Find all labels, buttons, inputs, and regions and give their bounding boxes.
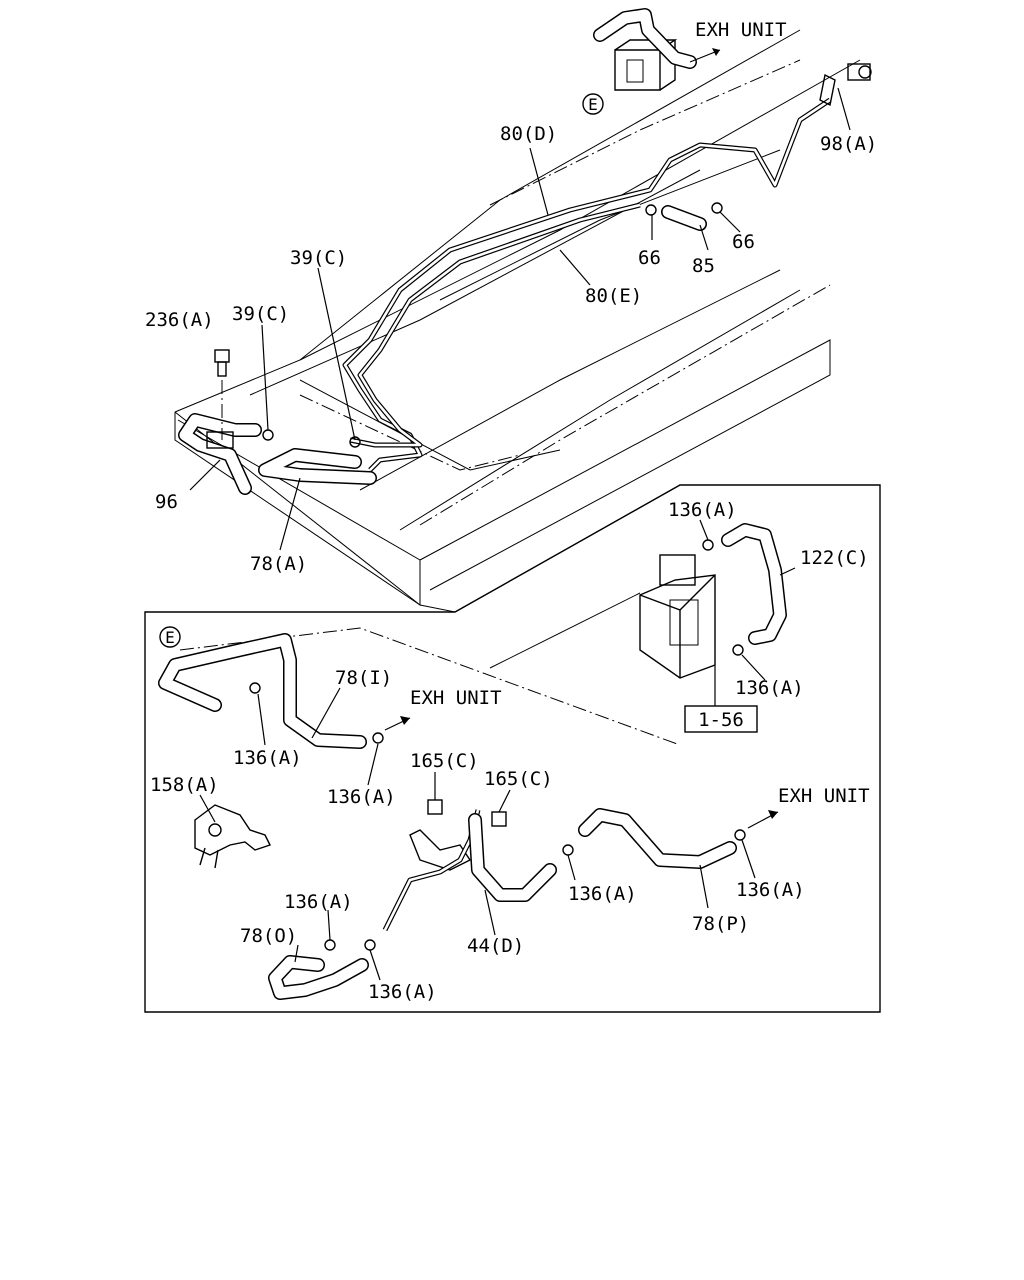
- label-158a: 158(A): [150, 774, 219, 796]
- label-165c-1: 165(C): [410, 750, 479, 772]
- label-66-a: 66: [638, 247, 661, 269]
- clamp-158a: [194, 804, 271, 869]
- ref-box-1-56: [684, 705, 758, 733]
- label-78p: 78(P): [692, 913, 749, 935]
- label-96: 96: [155, 491, 178, 513]
- label-98a: 98(A): [820, 133, 877, 155]
- label-44d: 44(D): [467, 935, 524, 957]
- exh-unit-label-top: EXH UNIT: [695, 19, 787, 41]
- hose-96: [178, 413, 262, 495]
- clip-39c-left: [262, 429, 274, 441]
- hose-78p: [562, 808, 779, 869]
- svg-text:E: E: [588, 95, 598, 114]
- label-78i: 78(I): [335, 667, 392, 689]
- label-165c-2: 165(C): [484, 768, 553, 790]
- filter-unit-1-56: [639, 523, 787, 679]
- exh-unit-label-mid: EXH UNIT: [410, 687, 502, 709]
- hose-44d: [382, 809, 557, 932]
- label-136a-5: 136(A): [568, 883, 637, 905]
- clip-39c-right: [349, 436, 361, 448]
- label-78o: 78(O): [240, 925, 297, 947]
- hose-85: [645, 202, 723, 231]
- label-66-b: 66: [732, 231, 755, 253]
- leader-lines: [189, 87, 851, 981]
- label-136a-6: 136(A): [284, 891, 353, 913]
- label-122c: 122(C): [800, 547, 869, 569]
- label-136a-1: 136(A): [668, 499, 737, 521]
- label-39c-lower: 39(C): [232, 303, 289, 325]
- bolt-236a: [214, 349, 230, 440]
- fuel-line-80e: [349, 202, 641, 448]
- hose-78a: [258, 448, 377, 485]
- svg-text:E: E: [165, 628, 175, 647]
- hose-78i: [158, 633, 411, 749]
- detail-marker-e-top: E: [582, 93, 604, 115]
- hose-78o: [268, 939, 376, 1000]
- exh-unit-top: [593, 8, 721, 91]
- label-85: 85: [692, 255, 715, 277]
- label-39c-upper: 39(C): [290, 247, 347, 269]
- bracket-98a: [819, 63, 872, 107]
- label-136a-8: 136(A): [736, 879, 805, 901]
- label-80e: 80(E): [585, 285, 642, 307]
- label-136a-4: 136(A): [327, 786, 396, 808]
- labels: EXH UNIT EXH UNIT EXH UNIT 80(D) 98(A) 6…: [145, 19, 877, 1003]
- label-136a-3: 136(A): [233, 747, 302, 769]
- label-136a-7: 136(A): [368, 981, 437, 1003]
- label-136a-2: 136(A): [735, 677, 804, 699]
- ref-box-text: 1-56: [698, 709, 744, 731]
- label-78a: 78(A): [250, 553, 307, 575]
- exh-unit-label-right: EXH UNIT: [778, 785, 870, 807]
- label-236a: 236(A): [145, 309, 214, 331]
- detail-box-e: E: [144, 484, 881, 1013]
- label-80d: 80(D): [500, 123, 557, 145]
